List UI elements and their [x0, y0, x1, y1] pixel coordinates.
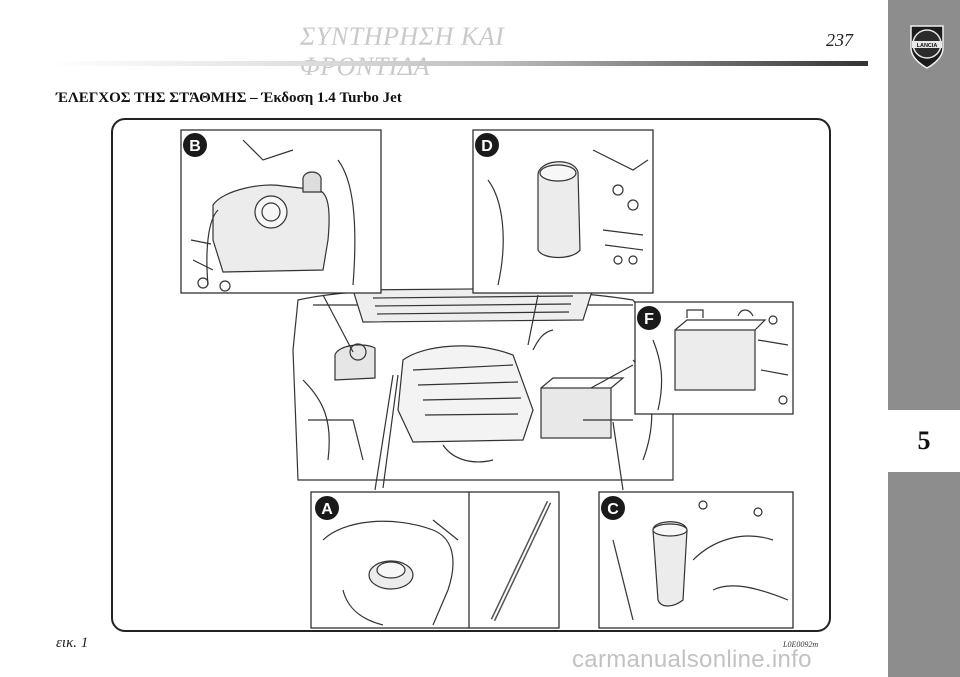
- chapter-sidebar: [888, 0, 960, 677]
- chapter-tab[interactable]: 5: [888, 410, 960, 472]
- page-number: 237: [826, 30, 853, 50]
- figure-caption: εικ. 1: [56, 635, 89, 651]
- callout-b: B: [189, 138, 201, 155]
- callout-d: D: [481, 138, 493, 155]
- inset-panel-f: F: [634, 301, 794, 415]
- watermark: carmanualsonline.info: [572, 646, 812, 673]
- lancia-logo-icon: LANCIA: [910, 25, 944, 69]
- running-header-title: ΣΥΝΤΗΡΗΣΗ ΚΑΙ ΦΡΟΝΤΙΔΑ: [300, 22, 505, 81]
- inset-panel-c: C: [598, 491, 794, 629]
- engine-bay-illustration: B D: [180, 129, 794, 629]
- header-rule: [48, 61, 868, 66]
- inset-panel-d: D: [472, 129, 654, 294]
- section-heading: ΈΛΕΓΧΟΣ ΤΗΣ ΣΤΆΘΜΗΣ – Έκδοση 1.4 Turbo J…: [56, 90, 402, 106]
- callout-a: A: [321, 501, 333, 518]
- inset-panel-a: A: [310, 491, 560, 629]
- callout-c: C: [607, 501, 619, 518]
- engine-bay-figure: B D: [111, 118, 831, 632]
- inset-panel-b: B: [180, 129, 382, 294]
- callout-f: F: [644, 311, 654, 328]
- svg-text:LANCIA: LANCIA: [917, 43, 938, 49]
- figure-code: L0E0092m: [783, 640, 819, 649]
